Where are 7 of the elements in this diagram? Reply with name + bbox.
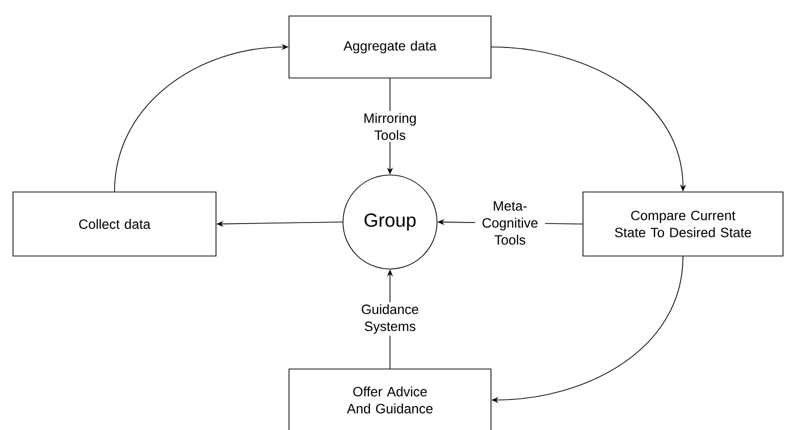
edge-label: Guidance Systems bbox=[352, 302, 428, 336]
edge-label: Meta-Cognitive Tools bbox=[475, 199, 545, 247]
process-box: Collect data bbox=[12, 192, 216, 256]
edge-label: Mirroring Tools bbox=[353, 111, 427, 142]
process-box: Aggregate data bbox=[288, 16, 492, 78]
process-box: Offer Advice And Guidance bbox=[288, 368, 492, 430]
process-box: Compare Current State To Desired State bbox=[582, 192, 784, 256]
